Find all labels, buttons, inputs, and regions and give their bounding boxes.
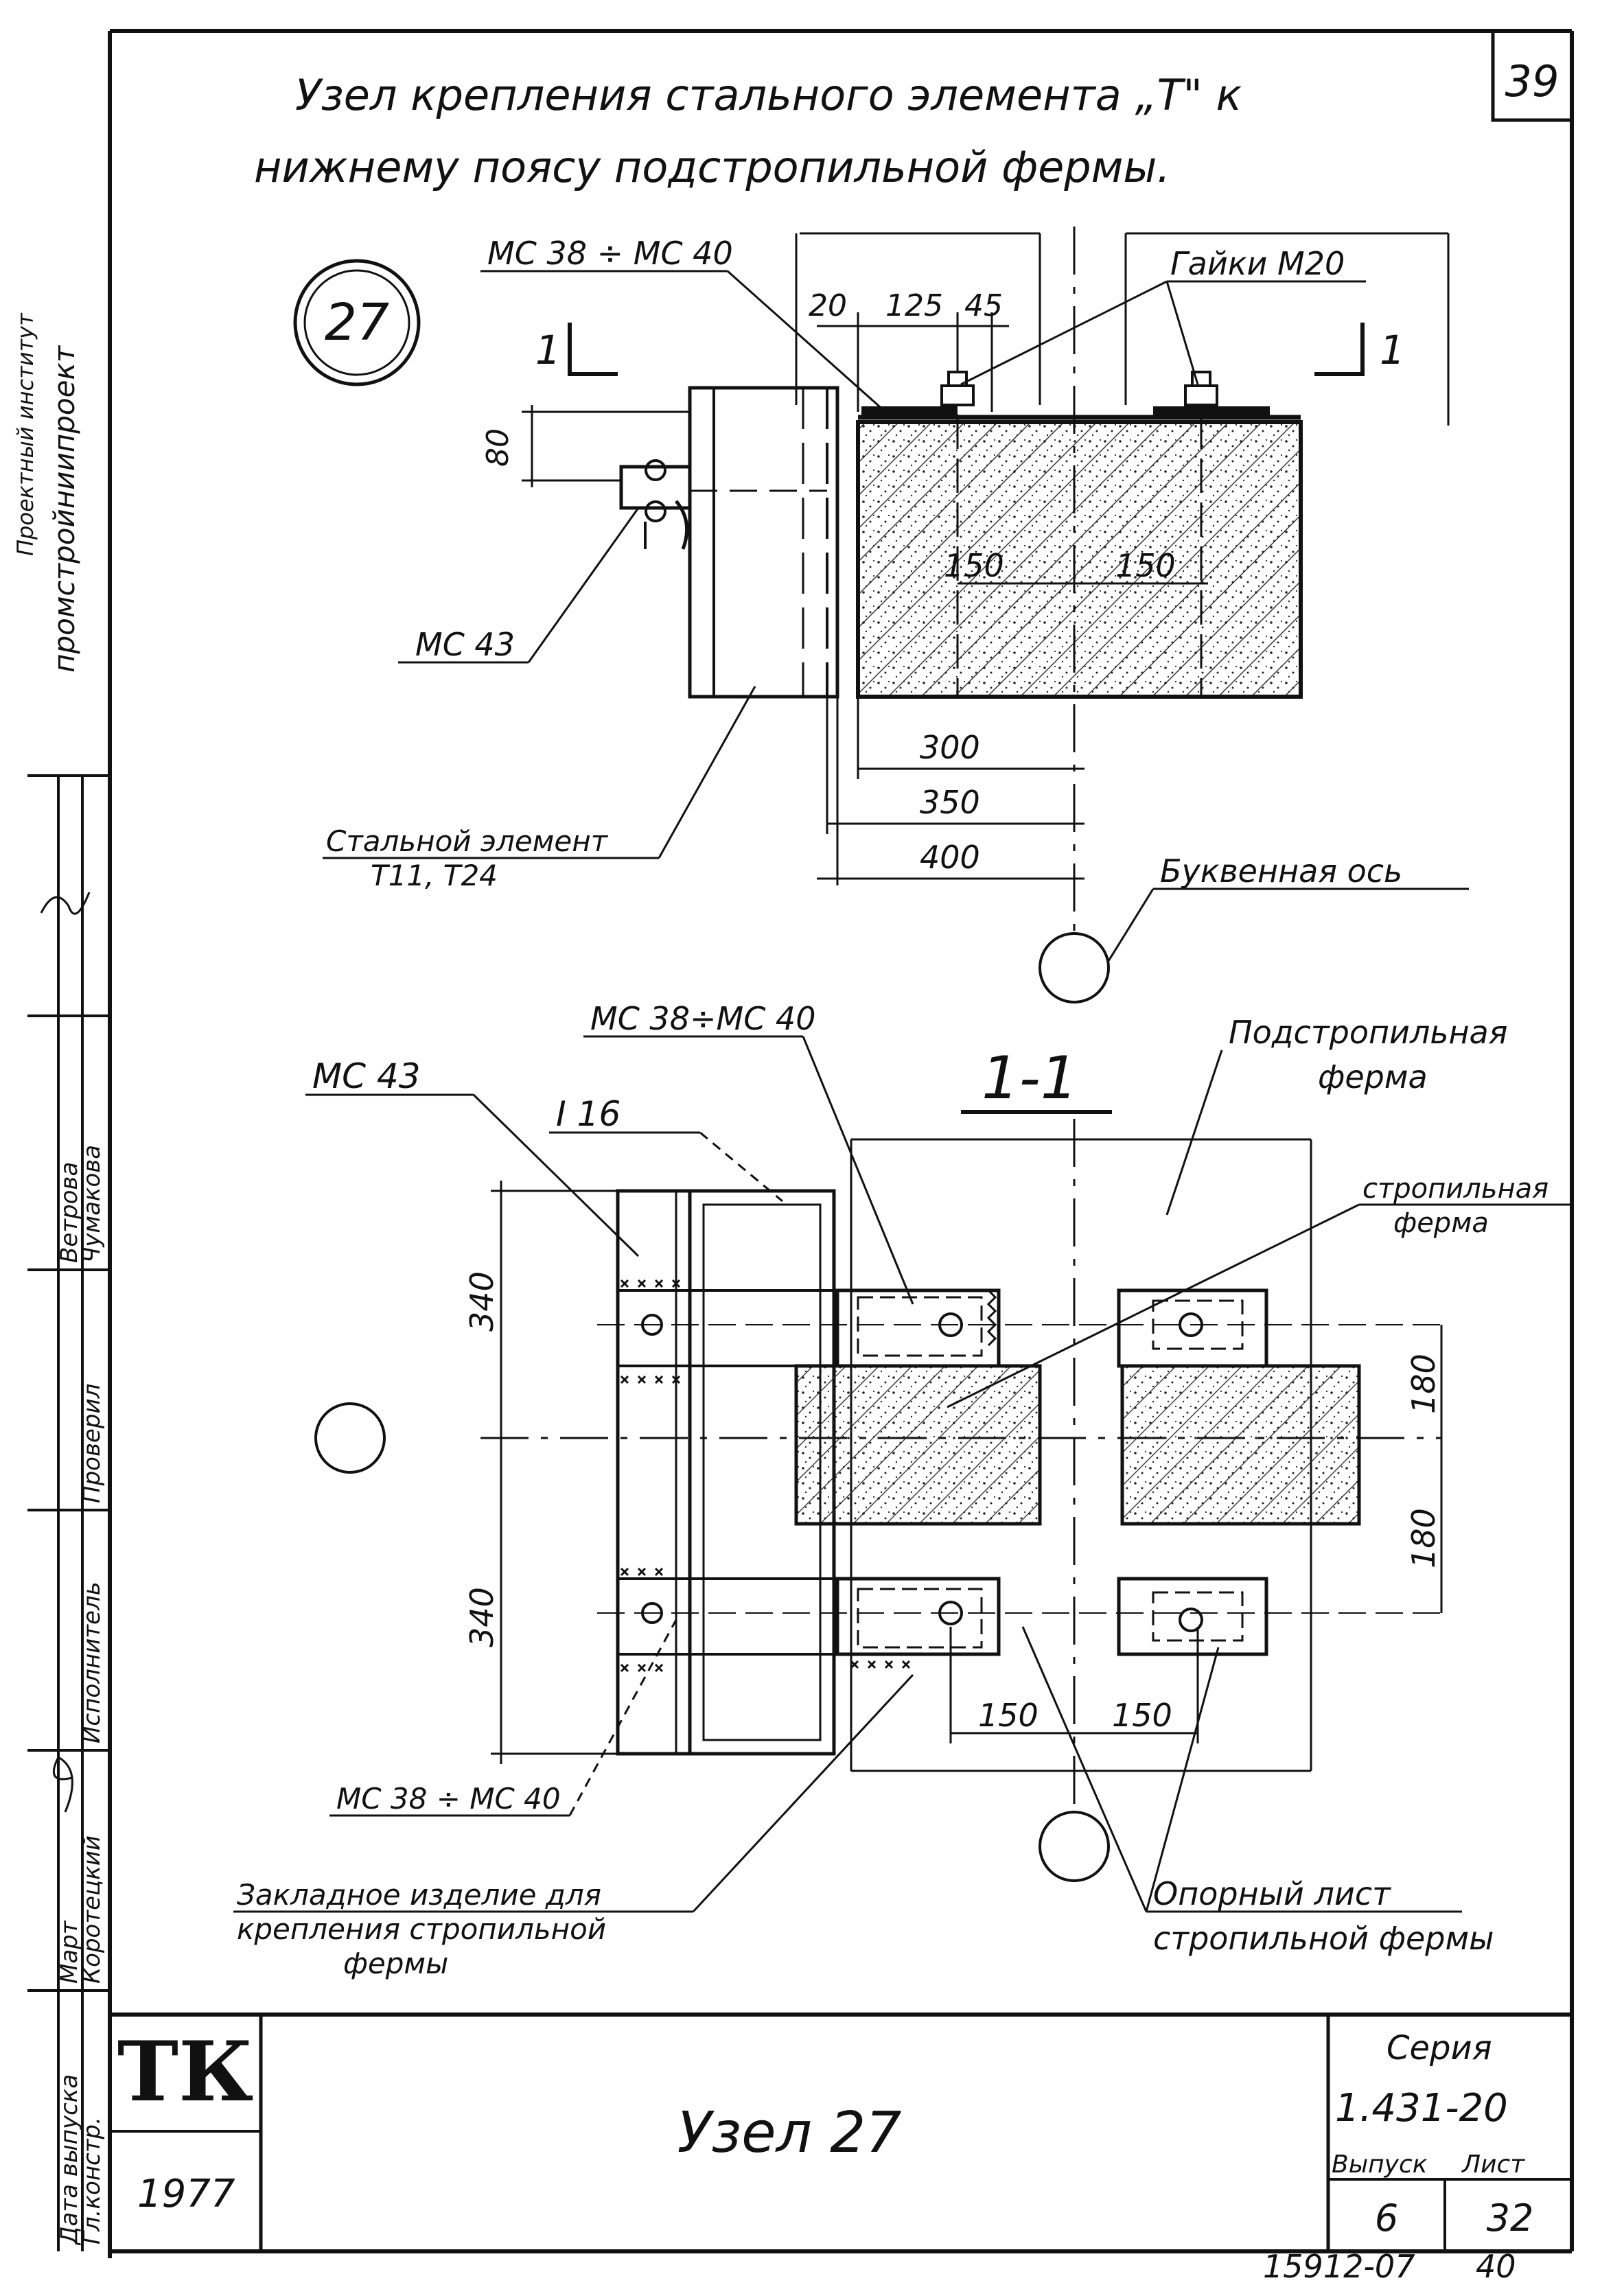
logo-tk: ТК — [117, 2023, 253, 2120]
stamp-role-1: Гл.констр. — [78, 2117, 106, 2245]
section-1-1: 1-1 — [233, 1000, 1572, 1980]
title-block-name: Узел 27 — [677, 2100, 902, 2166]
dim-80: 80 — [480, 428, 515, 467]
label-embedded-3: фермы — [343, 1947, 448, 1980]
dim-150b: 150 — [1115, 547, 1176, 584]
sheet-value: 32 — [1487, 2196, 1534, 2240]
label-embedded-2: крепления стропильной — [237, 1912, 606, 1946]
label-steel-element-2: Т11, Т24 — [371, 859, 498, 892]
stamp-org-top: Проектный институт — [12, 312, 38, 556]
dim-45: 45 — [964, 288, 1003, 323]
dim-20: 20 — [809, 288, 847, 323]
stamp-name-3: Чумакова — [78, 1145, 106, 1263]
label-plate-1: Опорный лист — [1153, 1875, 1391, 1912]
axis-bubble — [1039, 1811, 1110, 1882]
weld-marks — [620, 1279, 911, 1673]
label-embedded-1: Закладное изделие для — [237, 1878, 601, 1912]
dim-150a-section: 150 — [978, 1697, 1039, 1734]
dim-350: 350 — [920, 784, 980, 821]
section-mark-right-label: 1 — [1380, 327, 1405, 373]
section-title: 1-1 — [982, 1044, 1078, 1113]
section-mark-right — [1314, 323, 1365, 376]
stamp-org: промстройниипроект — [47, 345, 81, 673]
embedded-channel — [835, 1577, 1001, 1656]
signature — [40, 892, 91, 915]
dim-340b: 340 — [463, 1587, 500, 1647]
label-plate-2: стропильной фермы — [1153, 1920, 1494, 1957]
section-mark-left-label: 1 — [535, 327, 561, 373]
series-label: Серия — [1387, 2029, 1492, 2067]
section-mark-left — [568, 323, 618, 376]
series-value: 1.431-20 — [1335, 2086, 1508, 2131]
anchor-bolt — [940, 371, 975, 697]
node-number: 27 — [325, 293, 389, 352]
footer-page: 40 — [1476, 2248, 1516, 2285]
sheet-label: Лист — [1461, 2150, 1525, 2179]
stamp-name-4: Март — [56, 1920, 83, 1984]
label-axis: Буквенная ось — [1160, 852, 1402, 890]
label-mc43: МС 43 — [415, 626, 515, 663]
embedded-channel — [835, 1288, 1001, 1368]
footer-code: 15912-07 — [1263, 2248, 1415, 2285]
dim-180b: 180 — [1405, 1508, 1442, 1568]
stamp-role-3: Проверил — [78, 1384, 106, 1503]
label-mc38-40: МС 38 ÷ МС 40 — [487, 235, 733, 272]
title-block: ТК 1977 Узел 27 Серия 1.431-20 Выпуск Ли… — [110, 2013, 1572, 2251]
label-mc38-40-top: МС 38÷МС 40 — [590, 1000, 815, 1037]
dim-180a: 180 — [1405, 1354, 1442, 1414]
label-mc43-section: МС 43 — [312, 1056, 421, 1096]
mc43-bracket — [619, 459, 692, 550]
sheet-title-line1: Узел крепления стального элемента „Т" к — [295, 70, 1242, 120]
sheet-number-box: 39 — [1491, 31, 1572, 122]
axis-bubble — [314, 1402, 386, 1474]
stamp-role-2: Исполнитель — [78, 1581, 106, 1743]
dim-150b-section: 150 — [1112, 1697, 1172, 1734]
label-i16: I 16 — [556, 1094, 620, 1134]
label-mc38-40-bottom: МС 38 ÷ МС 40 — [336, 1782, 561, 1816]
stamp-name-1: Коротецкий — [78, 1835, 106, 1984]
stamp-role-4: Дата выпуска — [56, 2074, 83, 2246]
side-stamp: Проектный институт промстройниипроект Гл… — [12, 312, 110, 2251]
dim-400: 400 — [920, 839, 980, 876]
sheet-number-top: 39 — [1505, 56, 1559, 106]
stamp-name-2: Ветрова — [56, 1162, 83, 1263]
axis-bubble — [1039, 932, 1110, 1004]
issue-value: 6 — [1375, 2196, 1398, 2240]
issue-label: Выпуск — [1332, 2150, 1428, 2179]
label-rafter-1: стропильная — [1362, 1173, 1548, 1205]
label-truss-2: ферма — [1318, 1058, 1428, 1095]
label-steel-element-1: Стальной элемент — [326, 824, 609, 858]
label-truss-1: Подстропильная — [1229, 1014, 1507, 1051]
node-number-marker: 27 — [293, 259, 421, 386]
signature — [52, 1755, 73, 1813]
steel-element — [688, 386, 839, 699]
anchor-bolt — [1184, 371, 1218, 697]
embedded-channel — [1117, 1288, 1268, 1368]
dim-125: 125 — [885, 288, 943, 323]
label-nuts: Гайки М20 — [1170, 245, 1345, 282]
title-block-year: 1977 — [137, 2172, 235, 2216]
mc43-flange — [616, 1189, 692, 1756]
upper-view: 20 125 45 80 150 150 300 350 400 1 1 МС … — [323, 227, 1469, 1004]
dim-150a: 150 — [944, 547, 1004, 584]
embedded-channel — [1117, 1577, 1268, 1656]
sheet-title-line2: нижнему поясу подстропильной фермы. — [254, 142, 1170, 192]
dim-300: 300 — [920, 729, 980, 766]
dim-340a: 340 — [463, 1271, 500, 1332]
label-rafter-2: ферма — [1393, 1207, 1489, 1239]
embedded-plate — [861, 406, 958, 417]
